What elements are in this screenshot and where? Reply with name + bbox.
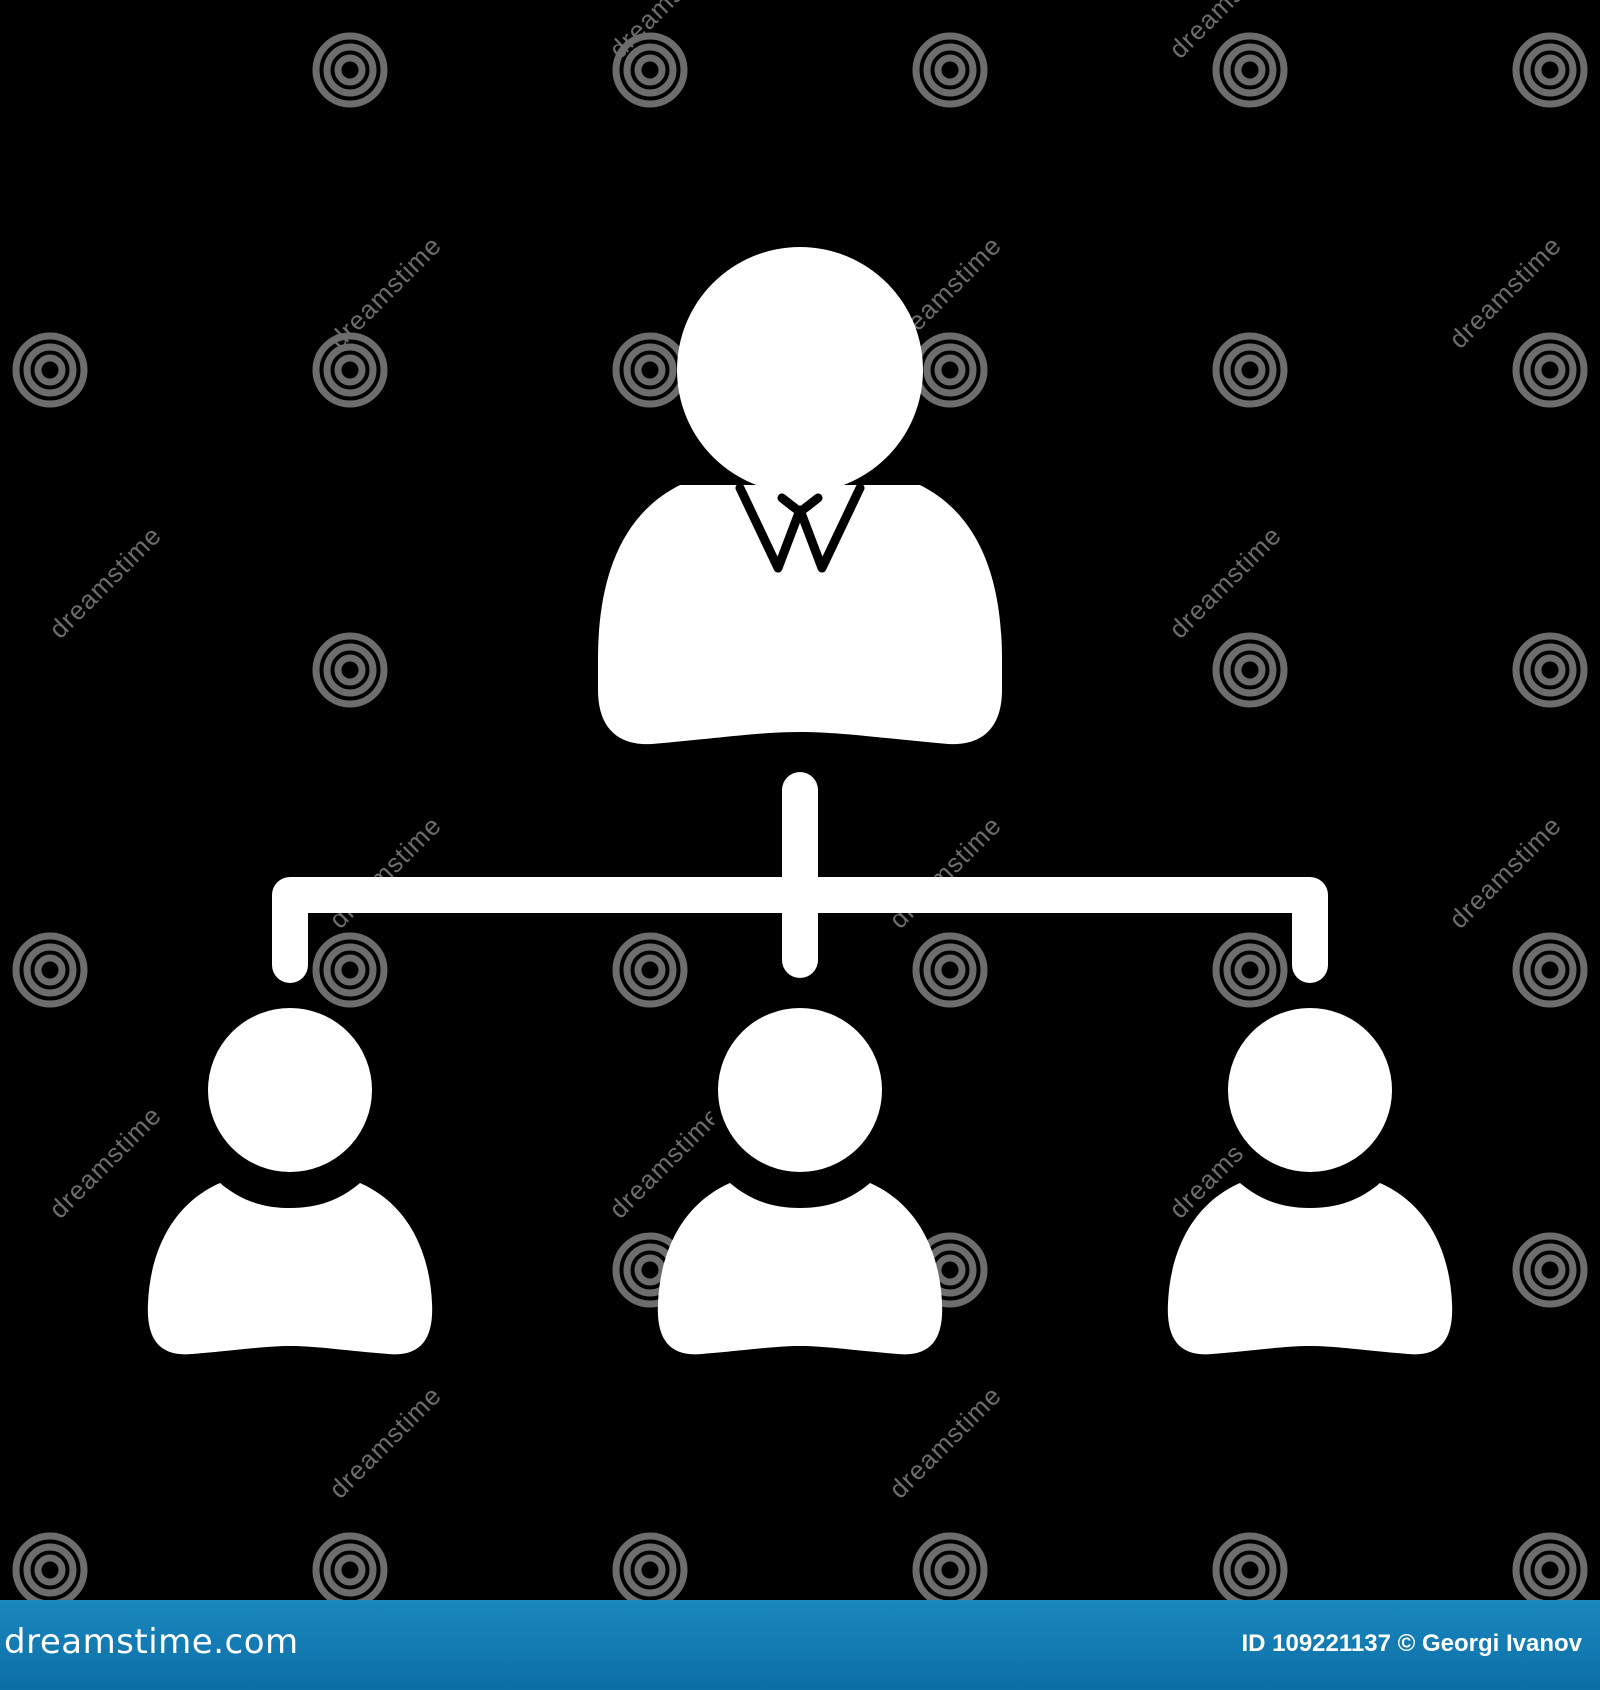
credit-bar: dreamstime.com ID 109221137 © Georgi Iva… (0, 1600, 1600, 1690)
spiral-logo-icon (912, 1532, 988, 1600)
spiral-logo-icon (312, 932, 388, 1008)
spiral-logo-icon (912, 932, 988, 1008)
person-icon (147, 998, 433, 1355)
person-icon (657, 998, 943, 1355)
watermark-text: dreamstime (323, 810, 447, 934)
spiral-logo-icon (612, 32, 688, 108)
spiral-logo-icon (1212, 1532, 1288, 1600)
watermark-text: dreamstime (43, 1100, 167, 1224)
person-icon (1167, 998, 1453, 1355)
tie-icon (735, 483, 865, 573)
spiral-logo-icon (612, 1532, 688, 1600)
person-with-tie-icon (598, 247, 1002, 745)
watermark-text: dreamstime (883, 1380, 1007, 1504)
spiral-logo-icon (612, 332, 688, 408)
spiral-logo-icon (1212, 632, 1288, 708)
spiral-logo-icon (912, 332, 988, 408)
spiral-logo-icon (1212, 332, 1288, 408)
spiral-logo-icon (12, 1532, 88, 1600)
spiral-logo-icon (912, 32, 988, 108)
spiral-logo-icon (12, 932, 88, 1008)
spiral-logo-icon (12, 332, 88, 408)
spiral-logo-icon (612, 932, 688, 1008)
spiral-logo-icon (1212, 932, 1288, 1008)
spiral-logo-icon (312, 632, 388, 708)
watermark-text: dreamstime (323, 1380, 447, 1504)
spiral-logo-icon (1512, 1232, 1588, 1308)
spiral-logo-icon (1512, 932, 1588, 1008)
watermark-text: dreamstime (323, 230, 447, 354)
watermark-text: dreamstime (883, 810, 1007, 934)
spiral-logo-icon (1212, 32, 1288, 108)
watermark-text: dreamstime (1163, 520, 1287, 644)
spiral-logo-icon (312, 32, 388, 108)
org-chart-connector (272, 772, 1328, 983)
image-credit: ID 109221137 © Georgi Ivanov (1241, 1630, 1582, 1657)
watermark-text: dreamstime (1443, 810, 1567, 934)
spiral-logo-icon (1512, 332, 1588, 408)
watermark-text: dreamstime (43, 520, 167, 644)
spiral-logo-icon (612, 1232, 688, 1308)
spiral-logo-icon (1512, 32, 1588, 108)
spiral-logo-icon (312, 332, 388, 408)
spiral-logo-icon (1512, 632, 1588, 708)
spiral-logo-icon (312, 1532, 388, 1600)
org-chart-illustration: dreamstime dreamstime dreamstime dreamstime… (12, 0, 1588, 1600)
site-logo-text: dreamstime.com (4, 1622, 299, 1662)
spiral-logo-icon (1512, 1532, 1588, 1600)
